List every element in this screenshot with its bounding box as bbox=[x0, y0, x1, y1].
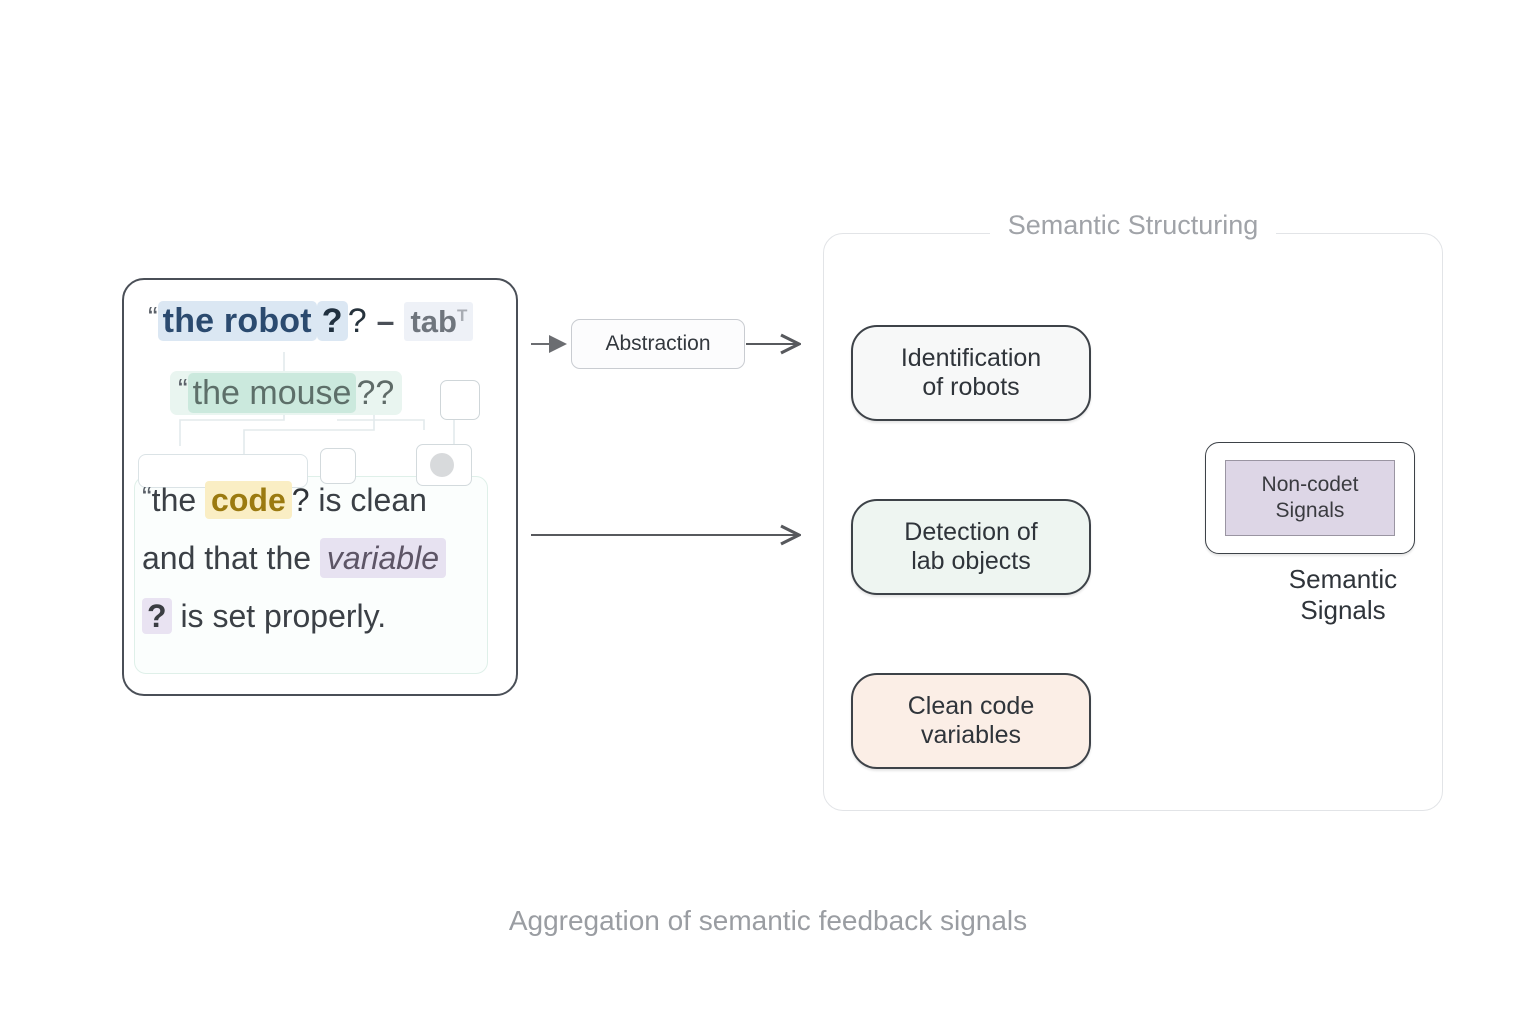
code-row-1: “the code? is clean bbox=[142, 481, 494, 519]
abstraction-button[interactable]: Abstraction bbox=[571, 319, 745, 369]
decorative-square-dot bbox=[416, 444, 472, 486]
tab-token-text: tab bbox=[410, 304, 457, 339]
question-mark-outside-robot: ? bbox=[347, 302, 367, 340]
box-clean-code-variables[interactable]: Clean code variables bbox=[851, 673, 1091, 769]
highlight-variable: variable bbox=[319, 538, 446, 578]
box-identification-of-robots[interactable]: Identification of robots bbox=[851, 325, 1091, 421]
question-mark-inside-robot: ? bbox=[316, 301, 348, 341]
question-mark-code: ? bbox=[291, 482, 310, 518]
question-mark-variable: ? bbox=[142, 598, 172, 634]
quote-line-robot: “the robot??–tabT bbox=[148, 301, 474, 341]
non-code-signals-inner: Non-codet Signals bbox=[1225, 460, 1395, 536]
figure-caption: Aggregation of semantic feedback signals bbox=[508, 905, 1028, 936]
highlight-the-robot: the robot bbox=[157, 301, 317, 341]
highlight-the-mouse: the mouse bbox=[187, 373, 357, 413]
code-row-2-pre: and that the bbox=[142, 540, 320, 576]
code-row-1-pre: the bbox=[151, 482, 206, 518]
non-code-line-2: Signals bbox=[1275, 499, 1345, 522]
box-cleancode-label: Clean code variables bbox=[907, 691, 1035, 750]
code-row-3-post: is set properly. bbox=[171, 598, 387, 634]
question-mark-2-mouse: ? bbox=[375, 374, 395, 412]
dash-separator: – bbox=[376, 303, 395, 339]
open-quote-mouse: “ bbox=[178, 374, 188, 406]
code-row-3: ? is set properly. bbox=[142, 598, 494, 634]
tab-token: tabT bbox=[404, 302, 474, 341]
code-row-2: and that the variable bbox=[142, 538, 494, 578]
non-code-signals-card[interactable]: Non-codet Signals bbox=[1205, 442, 1415, 554]
quote-line-mouse: “the mouse?? bbox=[170, 371, 403, 415]
open-quote-code: “ bbox=[142, 482, 152, 514]
semantic-signals-label: Semantic Signals bbox=[1288, 564, 1398, 626]
decorative-square-empty bbox=[440, 380, 480, 420]
box-identification-label: Identification of robots bbox=[900, 343, 1042, 402]
highlight-code: code bbox=[205, 481, 292, 519]
decorative-square-small bbox=[320, 448, 356, 484]
question-mark-1-mouse: ? bbox=[356, 374, 376, 412]
open-quote-robot: “ bbox=[148, 302, 158, 334]
non-code-line-1: Non-codet bbox=[1261, 473, 1359, 497]
box-detection-of-lab-objects[interactable]: Detection of lab objects bbox=[851, 499, 1091, 595]
tab-token-superscript: T bbox=[456, 305, 468, 325]
semantic-structuring-title: Semantic Structuring bbox=[824, 210, 1442, 241]
code-row-1-post: is clean bbox=[309, 482, 427, 518]
box-detection-label: Detection of lab objects bbox=[904, 517, 1038, 576]
code-quote-block: “the code? is clean and that the variabl… bbox=[142, 481, 494, 658]
mouse-line-wrapper: “the mouse?? bbox=[170, 371, 403, 415]
feedback-quotes-panel: “the robot??–tabT “the mouse?? “the code… bbox=[122, 278, 518, 696]
